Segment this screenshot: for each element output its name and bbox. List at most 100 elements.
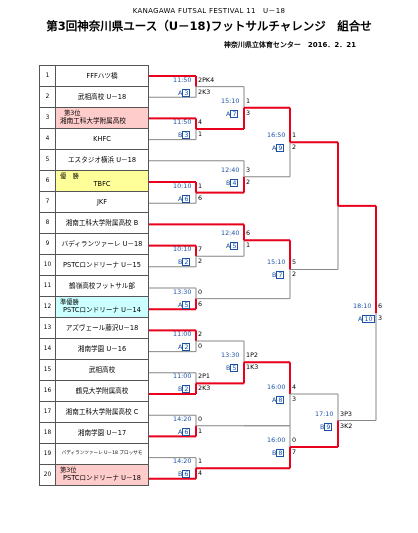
score-top: 6 <box>246 229 251 238</box>
score-bottom: 3 <box>246 108 251 117</box>
score-top: 0 <box>292 436 297 444</box>
score-bottom: 3 <box>378 314 383 323</box>
team-name-cell: 優 勝 TBFC <box>55 170 149 192</box>
score-bottom: 3K2 <box>340 421 353 430</box>
match-time: 16:00 <box>267 383 286 391</box>
match-time: 10:10 <box>173 245 192 254</box>
score-top: 7 <box>198 245 203 254</box>
match-time: 13:30 <box>173 287 192 296</box>
score-bottom: 1 <box>198 130 203 138</box>
match-time: 16:00 <box>267 436 286 444</box>
match-time: 11:50 <box>173 118 192 126</box>
match-number: 2 <box>182 258 191 267</box>
match-number: 9 <box>324 422 333 431</box>
match-number: 8 <box>276 396 285 404</box>
score-bottom: 6 <box>198 193 203 202</box>
score-top: 0 <box>198 414 203 423</box>
match-time: 12:40 <box>221 229 240 238</box>
score-bottom: 2 <box>246 177 251 186</box>
score-top: 2P1 <box>198 372 210 381</box>
match-number: 7 <box>230 109 239 118</box>
match-number: 5 <box>182 300 191 309</box>
score-bottom: 2 <box>292 270 297 279</box>
match-time: 14:20 <box>173 414 192 423</box>
match-number: 2 <box>182 385 191 394</box>
score-top: 1 <box>292 131 297 140</box>
match-time: 13:30 <box>221 351 240 360</box>
score-top: 4 <box>198 118 203 126</box>
team-name: PSTCロンドリーナ U－18 <box>63 473 141 482</box>
event-subtitle: KANAGAWA FUTSAL FESTIVAL 11 U－18 <box>132 7 286 15</box>
placement-tag: 第3位 <box>60 467 77 475</box>
score-bottom: 2 <box>198 257 203 266</box>
score-top: 5 <box>292 258 297 267</box>
team-name: TBFC <box>93 179 111 188</box>
match-time: 12:40 <box>221 165 240 174</box>
page-title: 第3回神奈川県ユース（U－18)フットサルチャレンジ 組合せ <box>46 19 372 33</box>
score-bottom: 1 <box>246 241 251 250</box>
team-name: 湘南工科大学附属高校 <box>60 116 126 125</box>
score-top: 0 <box>198 287 203 296</box>
score-top: 6 <box>378 302 383 311</box>
score-top: 2 <box>198 330 203 338</box>
match-time: 16:50 <box>267 131 286 140</box>
match-time: 15:10 <box>267 258 286 267</box>
score-bottom: 2K3 <box>198 87 211 96</box>
match-number: 5 <box>230 364 239 373</box>
placement-tag: 準優勝 <box>60 299 79 307</box>
score-bottom: 3 <box>292 395 297 403</box>
match-number: 6 <box>182 194 191 203</box>
score-top: 1 <box>198 181 203 190</box>
match-time: 11:00 <box>173 372 192 381</box>
score-top: 1P2 <box>246 351 258 360</box>
score-top: 1 <box>198 457 203 466</box>
score-bottom: 6 <box>198 299 203 308</box>
match-number: 2 <box>182 343 191 351</box>
score-bottom: 4 <box>198 469 203 478</box>
placement-tag: 第3位 <box>64 110 81 118</box>
venue-date: 神奈川県立体育センター 2016．2．21 <box>223 41 356 49</box>
team-name-cell: アズヴェール藤沢U－18 <box>55 317 149 339</box>
placement-tag: 優 勝 <box>60 173 79 181</box>
match-number: 5 <box>230 242 239 251</box>
match-time: 17:10 <box>315 409 334 418</box>
match-time: 11:00 <box>173 330 192 338</box>
match-time: 10:10 <box>173 181 192 190</box>
match-number: 9 <box>276 144 285 153</box>
match-time: 14:20 <box>173 457 192 466</box>
